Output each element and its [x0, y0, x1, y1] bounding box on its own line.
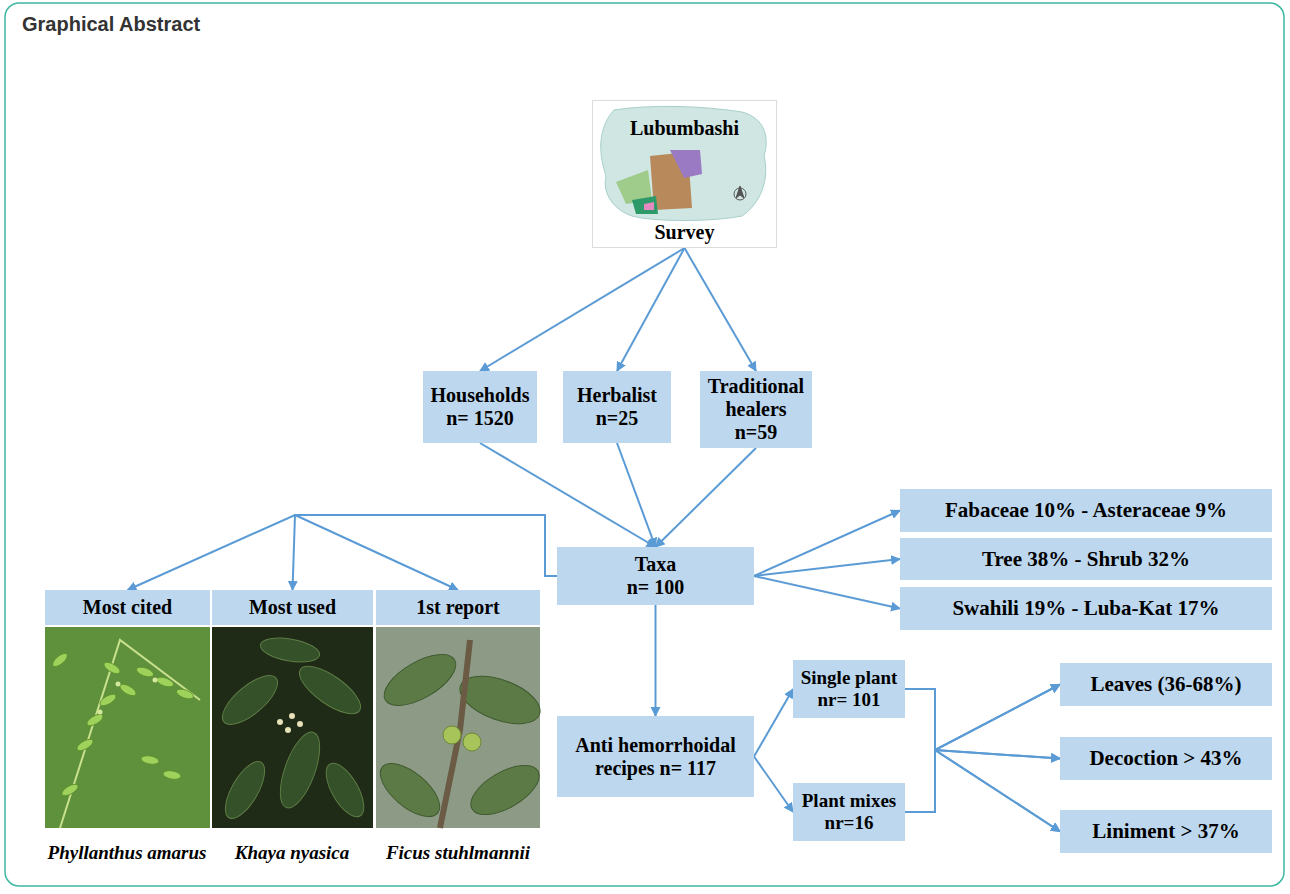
- species-label: Ficus stuhlmannii: [386, 842, 530, 864]
- node-text: nr=16: [825, 812, 874, 834]
- node-text: Traditional healers: [706, 375, 806, 421]
- connector-arrow: [480, 443, 656, 547]
- connector-arrow: [905, 689, 1060, 759]
- source-box: Traditional healersn=59: [700, 371, 812, 448]
- map-outline: [601, 106, 766, 220]
- connector-arrow: [754, 576, 900, 609]
- node-text: Plant mixes: [802, 790, 896, 812]
- node-text: Herbalist: [577, 384, 657, 407]
- connector-arrow: [905, 685, 1060, 751]
- result-box: Liniment > 37%: [1060, 810, 1272, 853]
- category-box: Most used: [212, 590, 373, 625]
- map-district: [670, 150, 702, 178]
- node-text: Households: [431, 384, 530, 407]
- connector-arrow: [905, 750, 1060, 832]
- result-box: Fabaceae 10% - Asteraceae 9%: [900, 489, 1272, 532]
- connector-arrow: [128, 515, 558, 590]
- result-box: Tree 38% - Shrub 32%: [900, 538, 1272, 580]
- node-text: Tree 38% - Shrub 32%: [982, 547, 1190, 571]
- result-box: Decoction > 43%: [1060, 737, 1272, 780]
- connector-arrow: [656, 448, 757, 547]
- map-district: [644, 202, 654, 210]
- connector-arrow: [754, 689, 793, 757]
- node-text: Leaves (36-68%): [1090, 672, 1241, 696]
- category-box: Most cited: [45, 590, 210, 625]
- map-district: [632, 196, 658, 214]
- node-text: Lubumbashi: [630, 117, 739, 140]
- connector-arrow: [617, 248, 685, 371]
- connector-arrow: [480, 248, 685, 371]
- node-text: n=59: [735, 421, 778, 444]
- node-text: Swahili 19% - Luba-Kat 17%: [952, 596, 1219, 620]
- node-text: Anti hemorrhoidal recipes n= 117: [563, 734, 748, 780]
- node-text: Most cited: [83, 596, 172, 619]
- result-box: Swahili 19% - Luba-Kat 17%: [900, 587, 1272, 630]
- connector-arrow: [293, 515, 558, 590]
- connector-arrow: [905, 689, 1060, 832]
- species-label: Phyllanthus amarus: [48, 842, 207, 864]
- photo-phyllanthus: [45, 627, 210, 828]
- connector-arrow: [905, 685, 1060, 813]
- connector-arrow: [685, 248, 757, 371]
- node-text: n= 1520: [446, 407, 514, 430]
- node-text: 1st report: [416, 596, 500, 619]
- source-box: Householdsn= 1520: [423, 371, 537, 443]
- connector-arrow: [754, 511, 900, 577]
- recipes-box: Anti hemorrhoidal recipes n= 117: [557, 716, 754, 797]
- node-text: Most used: [249, 596, 336, 619]
- taxa-box: Taxan= 100: [557, 547, 754, 605]
- connector-arrow: [754, 757, 793, 813]
- node-text: Single plant: [801, 667, 898, 689]
- node-text: nr= 101: [817, 689, 880, 711]
- diagram-title: Graphical Abstract: [22, 13, 200, 36]
- result-box: Leaves (36-68%): [1060, 663, 1272, 706]
- node-text: Liniment > 37%: [1092, 819, 1239, 843]
- connector-arrow: [655, 605, 657, 716]
- photo-ficus: [371, 627, 546, 828]
- node-text: Fabaceae 10% - Asteraceae 9%: [945, 498, 1227, 522]
- species-label: Khaya nyasica: [235, 842, 350, 864]
- connector-arrow: [617, 443, 656, 547]
- node-text: n=25: [596, 407, 639, 430]
- connector-arrow: [754, 559, 900, 576]
- source-box: Herbalistn=25: [563, 371, 671, 443]
- map-node: LubumbashiSurvey: [592, 100, 777, 248]
- node-text: Taxa: [635, 553, 677, 576]
- node-text: Survey: [655, 221, 715, 244]
- photo-khaya: [212, 627, 373, 828]
- connector-arrow: [295, 515, 557, 590]
- node-text: Decoction > 43%: [1089, 746, 1242, 770]
- node-text: n= 100: [627, 576, 685, 599]
- recipe-type-box: Single plantnr= 101: [793, 660, 905, 718]
- panel-outline: [5, 3, 1284, 886]
- compass-symbol: [734, 186, 746, 200]
- category-box: 1st report: [376, 590, 540, 625]
- recipe-type-box: Plant mixesnr=16: [793, 783, 905, 841]
